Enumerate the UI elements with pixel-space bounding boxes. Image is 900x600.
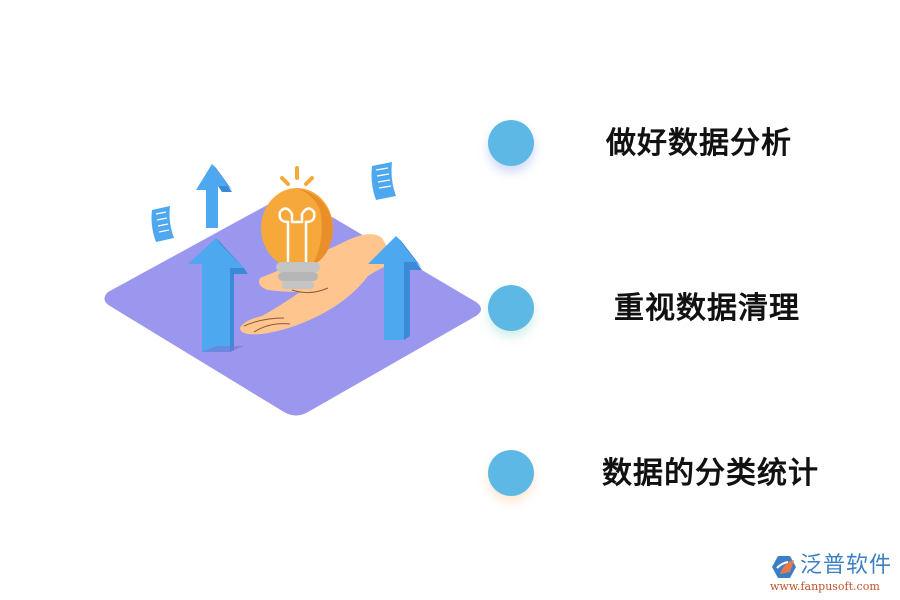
list-item: 做好数据分析 xyxy=(488,120,888,168)
bullet-circle-icon xyxy=(488,450,534,496)
fanpu-logo-icon xyxy=(772,556,796,578)
up-arrow-icon xyxy=(368,236,422,340)
item-label: 数据的分类统计 xyxy=(602,456,819,491)
up-arrow-icon xyxy=(188,238,248,352)
hand-icon xyxy=(240,234,396,335)
lightbulb-icon xyxy=(261,166,333,289)
document-icon xyxy=(151,206,174,242)
brand-logo: 泛普软件 www.fanpusoft.com xyxy=(770,552,895,597)
brand-url: www.fanpusoft.com xyxy=(770,580,880,593)
document-icon xyxy=(371,162,396,200)
bullet-circle-icon xyxy=(488,120,534,166)
item-label: 做好数据分析 xyxy=(606,126,792,161)
item-label: 重视数据清理 xyxy=(614,291,800,326)
list-item: 数据的分类统计 xyxy=(488,450,888,498)
up-arrow-icon xyxy=(196,164,232,228)
list-item: 重视数据清理 xyxy=(488,285,888,333)
brand-name: 泛普软件 xyxy=(800,553,893,578)
bullet-circle-icon xyxy=(488,285,534,331)
